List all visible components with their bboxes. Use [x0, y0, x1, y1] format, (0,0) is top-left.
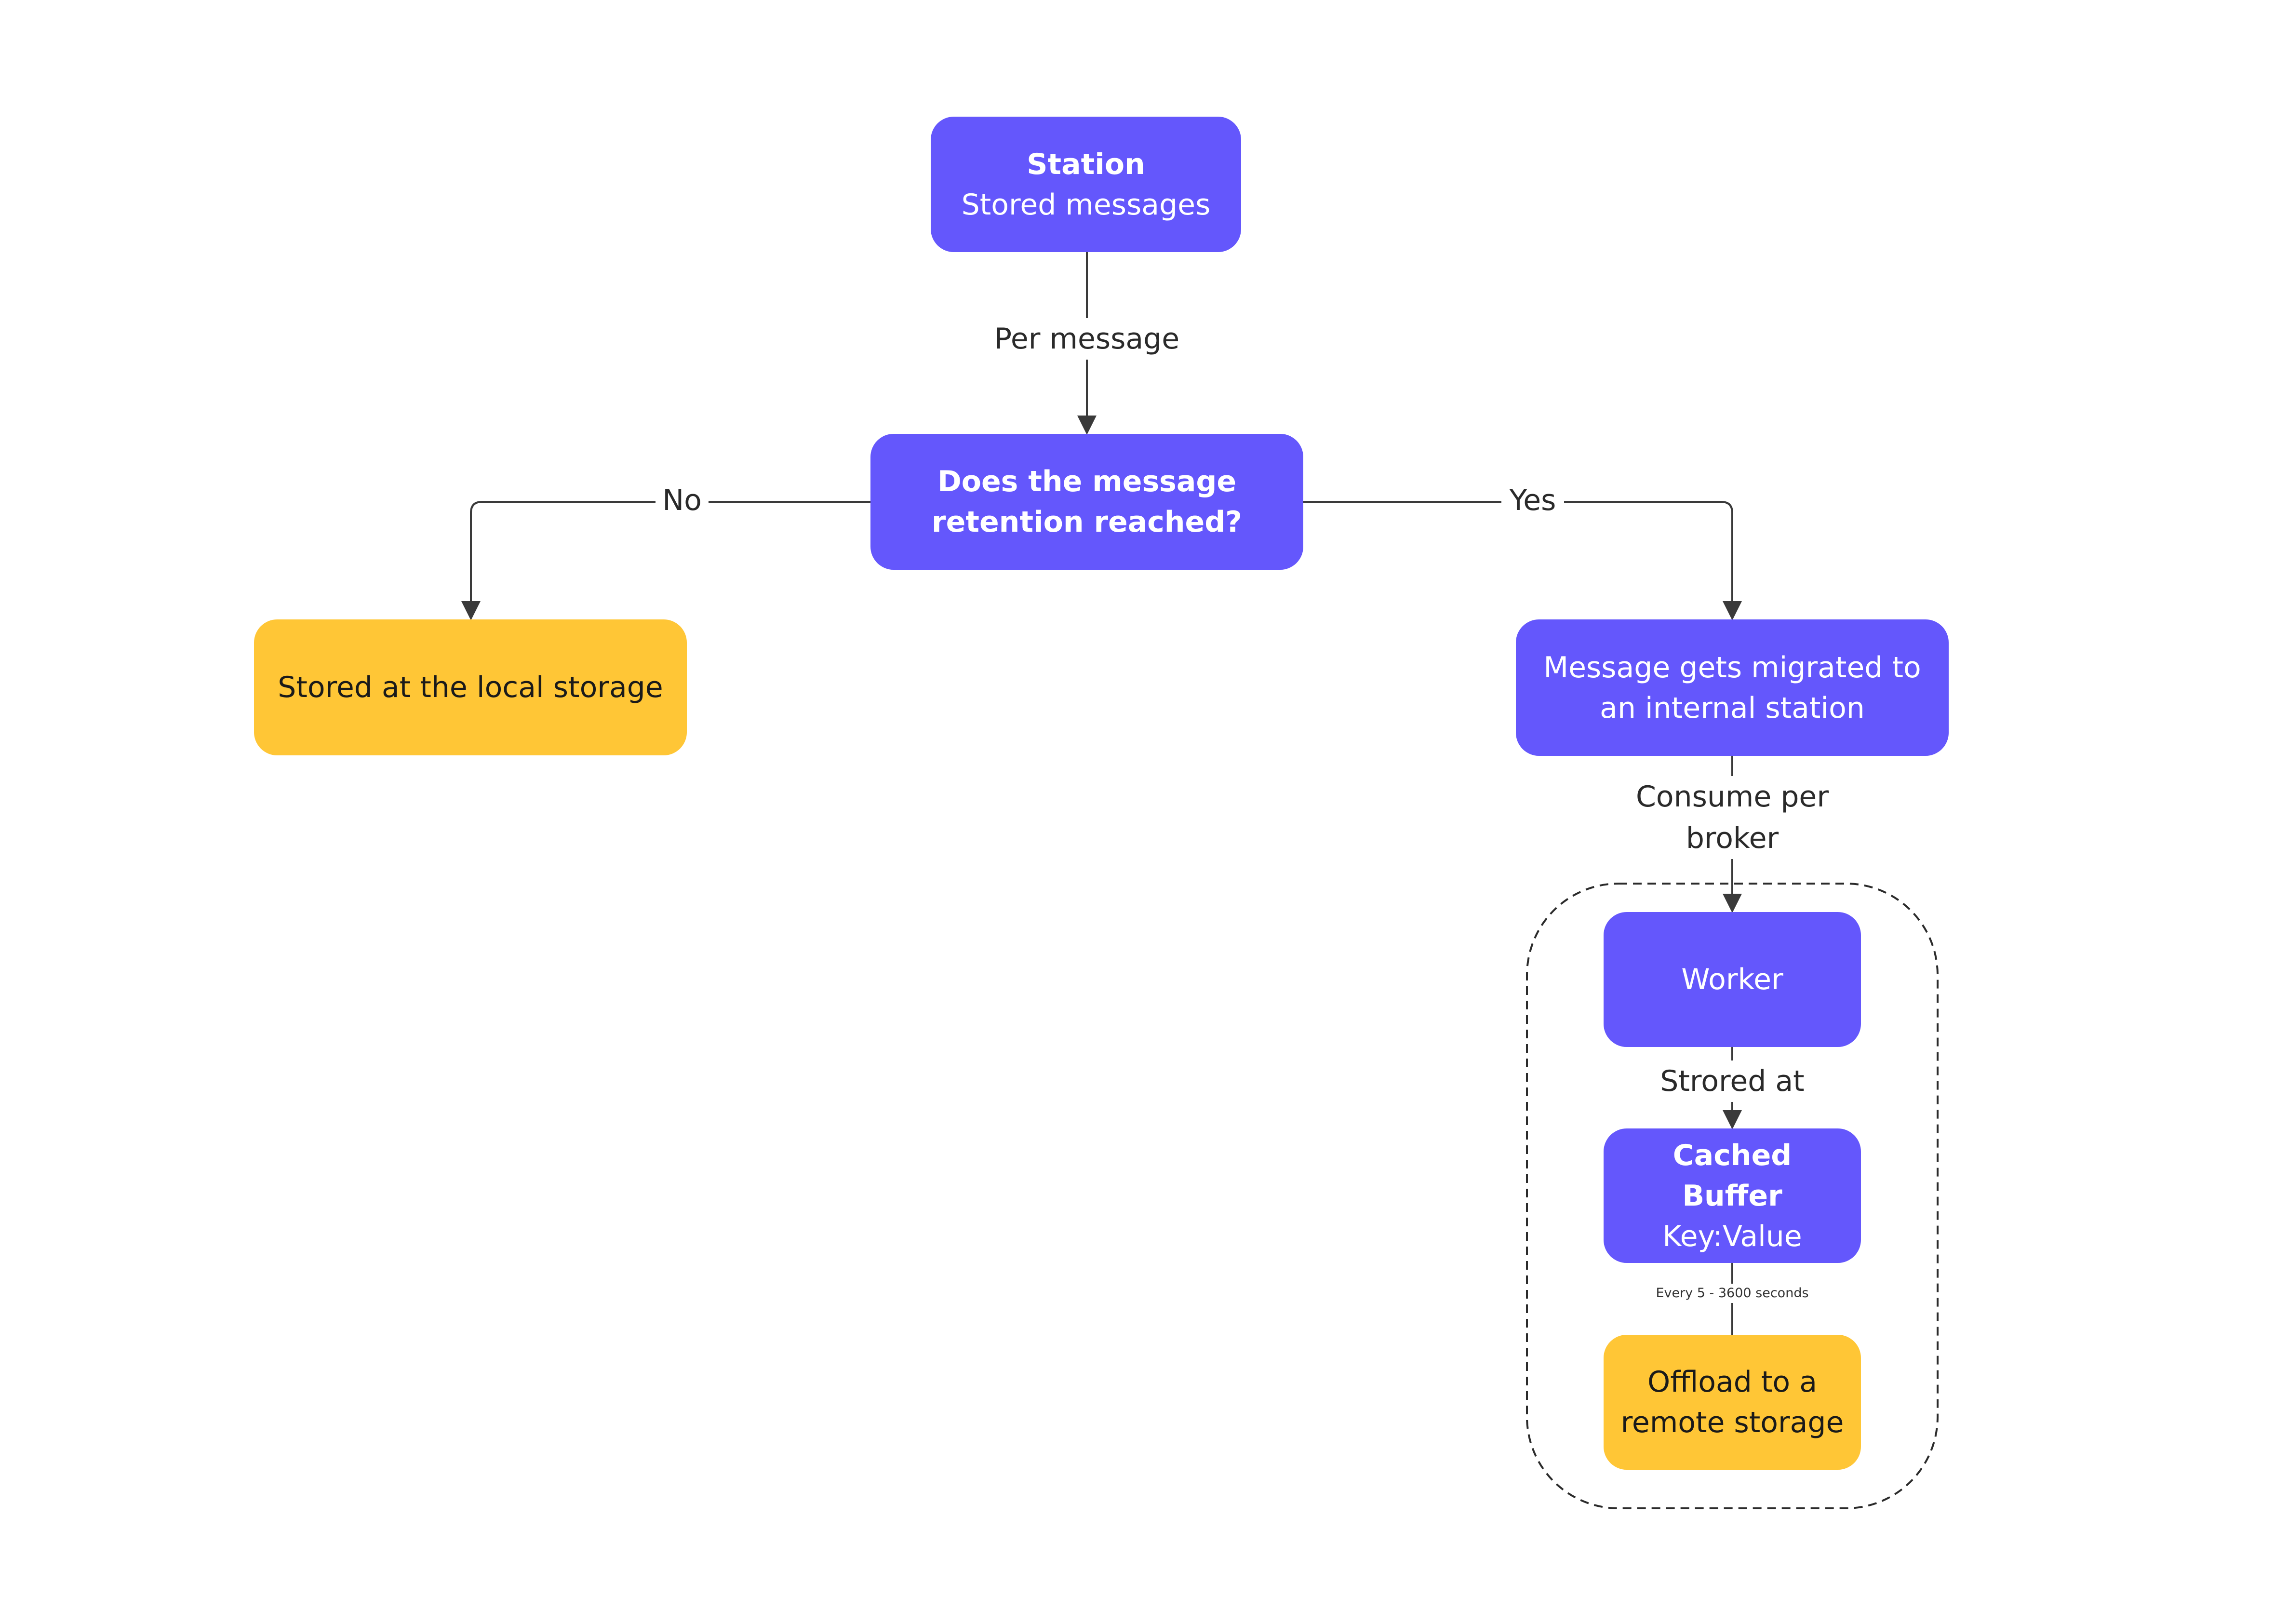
cached-buffer-subtitle: Key:Value	[1662, 1219, 1802, 1253]
edge-label-stored-at: Strored at	[1650, 1060, 1814, 1102]
edge-label-interval: Every 5 - 3600 seconds	[1641, 1284, 1824, 1303]
local-storage-text: Stored at the local storage	[278, 671, 663, 704]
worker-group-boundary	[1526, 883, 1939, 1509]
edge-label-consume-per-broker: Consume per broker	[1631, 776, 1833, 859]
decision-text: Does the message retention reached?	[932, 465, 1242, 539]
cached-buffer-title: Cached Buffer	[1673, 1138, 1792, 1213]
migrated-text: Message gets migrated to an internal sta…	[1543, 650, 1921, 725]
worker-node: Worker	[1604, 912, 1861, 1047]
edge-decision-yes	[1303, 501, 1742, 620]
station-node: Station Stored messages	[931, 117, 1241, 252]
offload-text: Offload to a remote storage	[1620, 1365, 1844, 1439]
station-title: Station	[1027, 147, 1145, 181]
cached-buffer-node: Cached Buffer Key:Value	[1604, 1128, 1861, 1263]
edge-label-no: No	[656, 480, 709, 521]
local-storage-node: Stored at the local storage	[254, 619, 687, 755]
station-subtitle: Stored messages	[961, 188, 1211, 222]
migrated-node: Message gets migrated to an internal sta…	[1516, 619, 1949, 756]
worker-text: Worker	[1681, 963, 1783, 996]
offload-node: Offload to a remote storage	[1604, 1335, 1861, 1470]
retention-decision-node: Does the message retention reached?	[870, 434, 1303, 570]
edge-label-yes: Yes	[1501, 480, 1564, 521]
edge-label-per-message: Per message	[990, 318, 1183, 360]
edge-decision-no	[461, 501, 870, 620]
